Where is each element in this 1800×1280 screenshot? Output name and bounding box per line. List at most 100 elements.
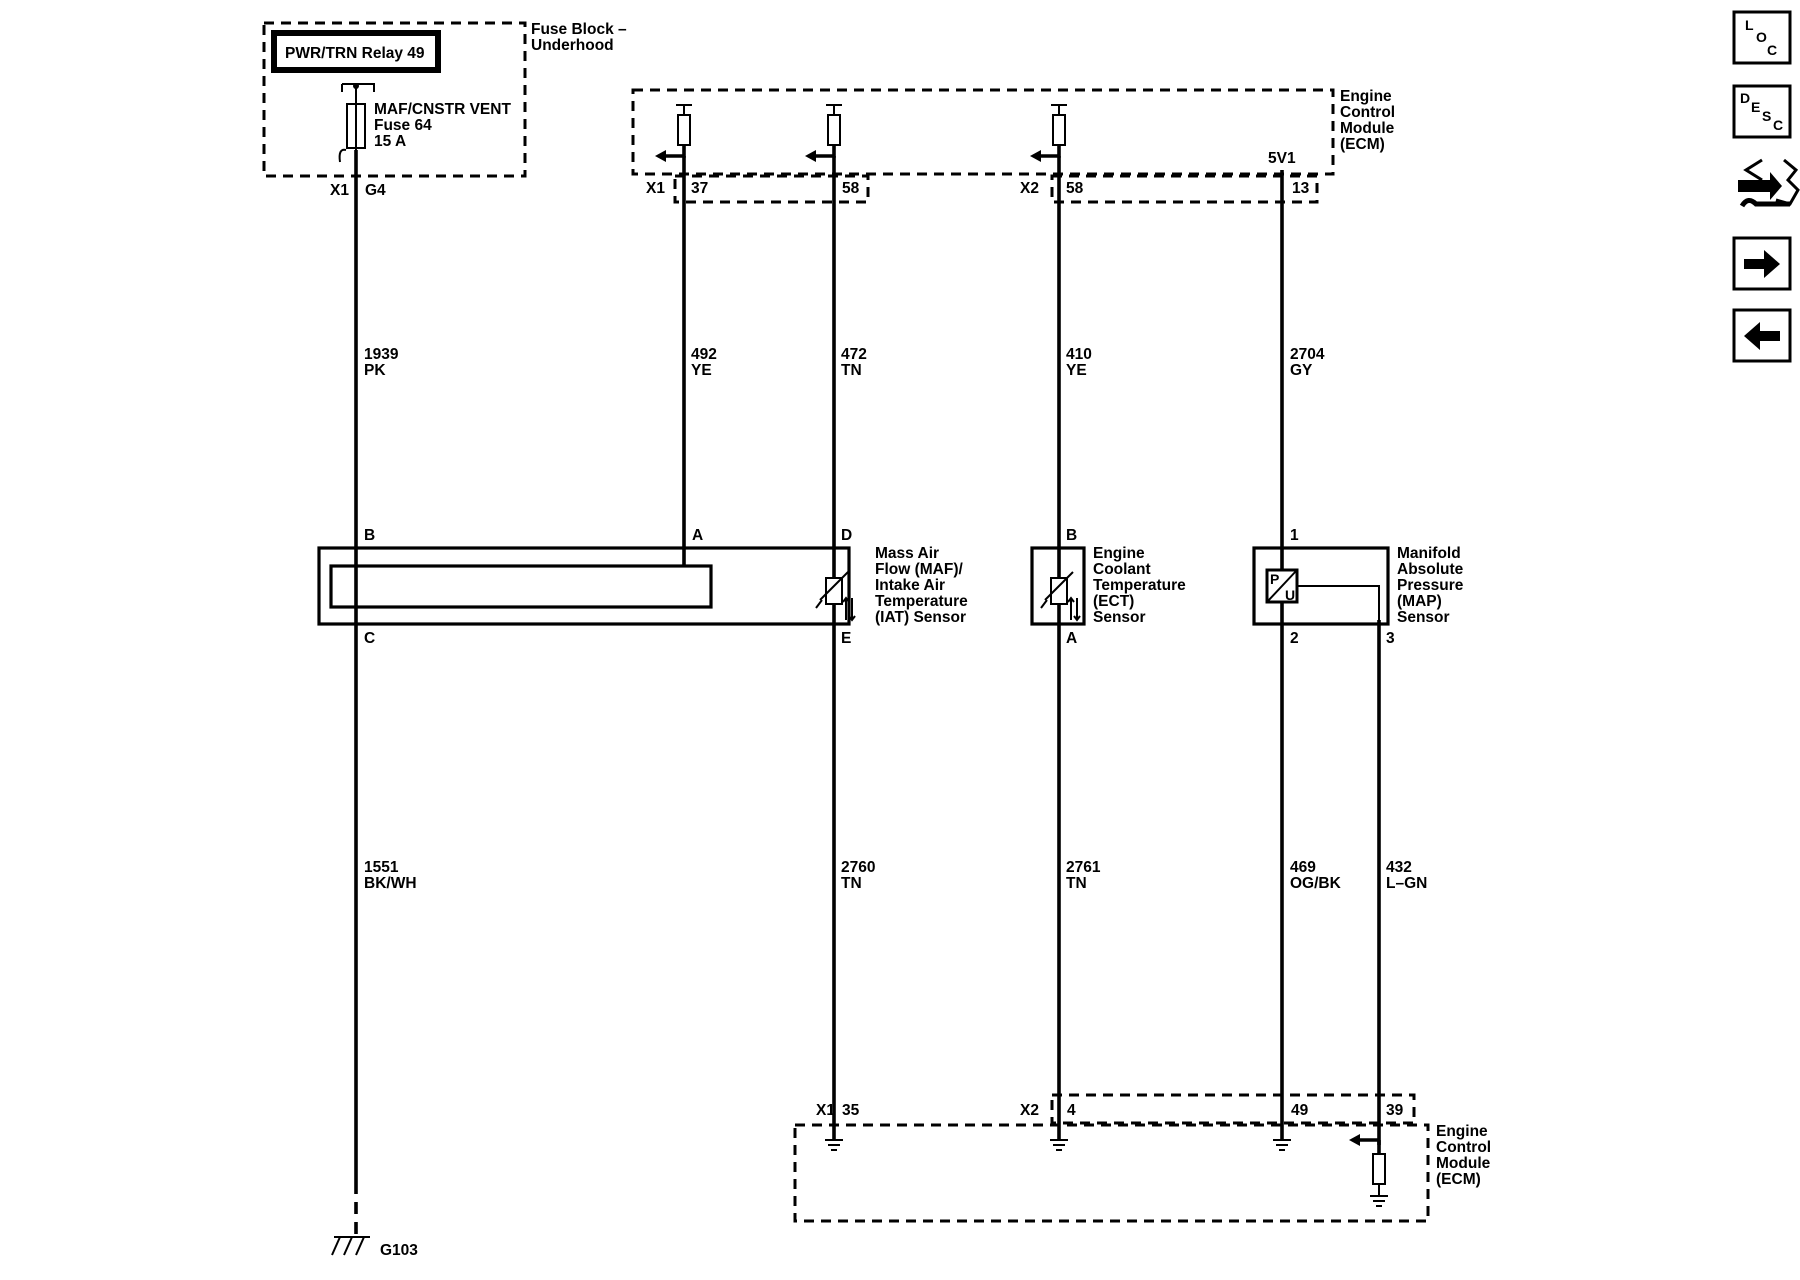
ecm-bottom-label-2: Control (1436, 1139, 1491, 1156)
fuse-connector-hook (338, 148, 347, 163)
wire-1551-color: BK/WH (364, 875, 417, 892)
wire-labels: 1939 PK 492 YE 472 TN 410 YE 2704 GY 155… (364, 346, 1427, 892)
map-label-2: Absolute (1397, 561, 1464, 578)
map-sensor-body (1252, 546, 1390, 626)
iat-thermistor (825, 577, 843, 605)
ecm-top-label-1: Engine (1340, 88, 1392, 105)
iat-thermistor-slash (815, 571, 849, 609)
ect-label-5: Sensor (1093, 609, 1146, 626)
wire-2704-color: GY (1290, 362, 1313, 379)
fuse-label-2: Fuse 64 (374, 117, 432, 134)
ground-g103: G103 (331, 1236, 418, 1259)
maf-label-2: Flow (MAF)/ (875, 561, 964, 578)
relay-box (271, 30, 441, 73)
ground-label: G103 (380, 1242, 418, 1259)
ecm-top-label-2: Control (1340, 104, 1395, 121)
fuse-block-title-1: Fuse Block – (531, 21, 627, 38)
wires (354, 150, 1381, 1237)
fuse-connector-x1: X1 (330, 182, 349, 199)
maf-pin-e: E (841, 630, 851, 647)
ecm-bottom-connector-x1: X1 (816, 1102, 835, 1119)
wire-469-circuit: 469 (1290, 859, 1316, 876)
ect-label-2: Coolant (1093, 561, 1151, 578)
ground-icon-4 (1050, 1139, 1068, 1151)
desc-button[interactable]: D E S C (1732, 84, 1792, 139)
loc-letter-l: L (1745, 17, 1754, 33)
wire-472-color: TN (841, 362, 862, 379)
ect-thermistor-slash (1040, 571, 1074, 609)
wire-1939-circuit: 1939 (364, 346, 399, 363)
wire-2760-circuit: 2760 (841, 859, 875, 876)
ecm-top-outline (631, 88, 1335, 176)
maf-element (329, 564, 713, 609)
iat-arrows-icon (842, 596, 856, 622)
wire-410-circuit: 410 (1066, 346, 1092, 363)
wire-492-circuit: 492 (691, 346, 717, 363)
ect-label-1: Engine (1093, 545, 1145, 562)
wire-492-color: YE (691, 362, 712, 379)
fuse-block-underhood: Fuse Block – Underhood PWR/TRN Relay 49 … (262, 21, 627, 199)
ecm-bottom-pin-35: 35 (842, 1102, 860, 1119)
wire-1939-color: PK (364, 362, 386, 379)
ecm-top-pin-x2-58: 58 (1066, 180, 1084, 197)
wire-2760-color: TN (841, 875, 862, 892)
fuse-pin-g4: G4 (365, 182, 386, 199)
pin-39-resistor (1372, 1153, 1386, 1185)
ecm-bottom-pin-4: 4 (1067, 1102, 1076, 1119)
wire-432-color: L–GN (1386, 875, 1427, 892)
ect-arrows-icon (1067, 596, 1081, 622)
desc-letter-c: C (1773, 117, 1783, 133)
ecm-top-label-3: Module (1340, 120, 1395, 137)
fuse-label-1: MAF/CNSTR VENT (374, 101, 511, 118)
ecm-top-pin-13: 13 (1292, 180, 1310, 197)
maf-pin-b: B (364, 527, 375, 544)
next-page-button[interactable] (1732, 236, 1792, 291)
connector-schematic-icon (1738, 158, 1800, 208)
loc-button[interactable]: L O C (1732, 10, 1792, 65)
maf-label-1: Mass Air (875, 545, 939, 562)
wire-2704-circuit: 2704 (1290, 346, 1325, 363)
ect-pin-b: B (1066, 527, 1077, 544)
ecm-top-x1-connector-outline (673, 174, 870, 204)
fuse-block-title-2: Underhood (531, 37, 614, 54)
ecm-top-pin-37: 37 (691, 180, 708, 197)
wire-410-color: YE (1066, 362, 1087, 379)
previous-page-button[interactable] (1732, 308, 1792, 363)
ecm-bottom-label-1: Engine (1436, 1123, 1488, 1140)
ecm-bottom-pin-49: 49 (1291, 1102, 1309, 1119)
chassis-ground-icon (331, 1236, 370, 1256)
maf-label-4: Temperature (875, 593, 968, 610)
ecm-bottom-connector-x2: X2 (1020, 1102, 1039, 1119)
map-transducer-diagonal (1266, 569, 1298, 603)
map-label-4: (MAP) (1397, 593, 1442, 610)
ecm-5v1-reference: 5V1 (1268, 150, 1296, 167)
map-pin-1: 1 (1290, 527, 1299, 544)
ect-label-3: Temperature (1093, 577, 1186, 594)
arrow-left-icon (1744, 322, 1780, 350)
ecm-top-label-4: (ECM) (1340, 136, 1385, 153)
desc-letter-s: S (1762, 108, 1771, 124)
wire-472-circuit: 472 (841, 346, 867, 363)
ecm-top-connector-x2: X2 (1020, 180, 1039, 197)
ecm-bottom-outline (793, 1123, 1430, 1223)
map-pin-3: 3 (1386, 630, 1395, 647)
wire-432-circuit: 432 (1386, 859, 1412, 876)
map-label-5: Sensor (1397, 609, 1450, 626)
ecm-bottom-label-3: Module (1436, 1155, 1491, 1172)
maf-sensor-body (317, 546, 851, 626)
description-icon (1732, 84, 1792, 139)
map-label-3: Pressure (1397, 577, 1464, 594)
ecm-top-pin-x1-58: 58 (842, 180, 860, 197)
ground-icon-39 (1370, 1195, 1388, 1207)
maf-label-5: (IAT) Sensor (875, 609, 966, 626)
ecm-input-x2-58 (1030, 104, 1067, 162)
maf-iat-sensor: B A D C E Mass Air Flow (MAF)/ Intake Ai… (317, 527, 968, 647)
connector-schematic-button[interactable] (1738, 158, 1800, 208)
maf-label-3: Intake Air (875, 577, 945, 594)
loc-letter-o: O (1756, 29, 1767, 45)
map-symbol-u: U (1285, 587, 1295, 603)
ecm-top-connector-x1: X1 (646, 180, 665, 197)
ect-sensor: B A Engine Coolant Temperature (ECT) Sen… (1030, 527, 1186, 647)
ect-label-4: (ECT) (1093, 593, 1134, 610)
